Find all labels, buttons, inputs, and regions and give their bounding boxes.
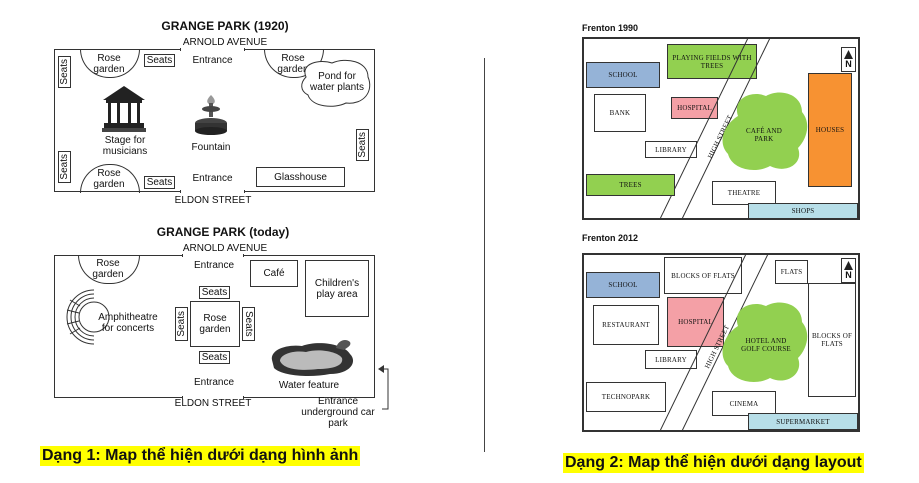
- entrance-bottom-1920: Entrance: [192, 173, 233, 184]
- rose-garden-tr-label-1920: Rose garden: [277, 53, 309, 75]
- seats-bottom-today: Seats: [199, 351, 230, 364]
- school-2012: SCHOOL: [586, 272, 660, 298]
- theatre-1990: THEATRE: [712, 181, 776, 205]
- seats-left-bottom-1920: Seats: [58, 151, 71, 183]
- bank-1990: BANK: [594, 94, 646, 132]
- pond-label-1920: Pond for water plants: [310, 71, 364, 93]
- cafe-park-label-1990: CAFÉ AND PARK: [745, 127, 783, 143]
- south-street-today: ELDON STREET: [174, 398, 252, 409]
- entrance-gap-top-1920: [180, 48, 245, 51]
- cinema-2012: CINEMA: [712, 391, 776, 416]
- map-title-1990: Frenton 1990: [582, 23, 639, 33]
- amphitheatre-icon: [66, 289, 110, 345]
- hospital-1990: HOSPITAL: [671, 97, 718, 119]
- rose-garden-bl-label-1920: Rose garden: [93, 168, 125, 190]
- water-feature-label-today: Water feature: [278, 380, 340, 391]
- seats-top-today: Seats: [199, 286, 230, 299]
- rose-garden-tl-label-today: Rose garden: [92, 258, 124, 280]
- library-1990: LIBRARY: [645, 141, 697, 158]
- blocks-flats-right-2012: BLOCKS OF FLATS: [808, 283, 856, 397]
- entrance-gap-bottom-1920: [180, 190, 245, 193]
- map-title-2012: Frenton 2012: [582, 233, 639, 243]
- shops-1990: SHOPS: [748, 203, 858, 219]
- seats-left-today: Seats: [175, 307, 188, 341]
- entrance-bottom-today: Entrance: [193, 377, 235, 388]
- north-street-today: ARNOLD AVENUE: [182, 243, 268, 254]
- entrance-gap-bottom-today: [182, 396, 244, 399]
- flats-2012: FLATS: [775, 260, 808, 284]
- car-park-label-today: Entrance underground car park: [301, 396, 375, 429]
- technopark-2012: TECHNOPARK: [586, 382, 666, 412]
- school-1990: SCHOOL: [586, 62, 660, 88]
- trees-1990: TREES: [586, 174, 675, 196]
- hospital-2012: HOSPITAL: [667, 297, 724, 347]
- supermarket-2012: SUPERMARKET: [748, 413, 858, 430]
- north-street-1920: ARNOLD AVENUE: [182, 37, 268, 48]
- caption-left: Dạng 1: Map thể hiện dưới dạng hình ảnh: [40, 446, 361, 466]
- seats-right-today: Seats: [242, 307, 255, 341]
- restaurant-2012: RESTAURANT: [593, 305, 659, 345]
- pond-shape-1920: [301, 59, 371, 107]
- stage-label-1920: Stage for musicians: [102, 135, 148, 157]
- gazebo-icon: [102, 86, 146, 132]
- cafe-park-shape-1990: [722, 92, 808, 170]
- houses-1990: HOUSES: [808, 73, 852, 187]
- water-feature-icon: [271, 340, 354, 376]
- amphitheatre-label-today: Amphitheatre for concerts: [98, 312, 158, 334]
- north-arrow-icon-1990: N: [841, 47, 856, 72]
- caption-right: Dạng 2: Map thể hiện dưới dạng layout: [563, 453, 864, 473]
- seats-top-1920: Seats: [144, 54, 175, 67]
- rose-garden-tl-label-1920: Rose garden: [93, 53, 125, 75]
- seats-left-top-1920: Seats: [58, 56, 71, 88]
- south-street-1920: ELDON STREET: [174, 195, 252, 206]
- rose-garden-center-today: Rose garden: [190, 301, 240, 347]
- fountain-label-1920: Fountain: [191, 142, 231, 153]
- seats-right-1920: Seats: [356, 129, 369, 161]
- cafe-today: Café: [250, 260, 298, 287]
- entrance-gap-top-today: [182, 254, 244, 257]
- car-park-arrow-icon: [378, 365, 389, 410]
- entrance-top-1920: Entrance: [192, 55, 233, 66]
- hotel-golf-shape-2012: [722, 302, 808, 382]
- glasshouse-1920: Glasshouse: [256, 167, 345, 187]
- fountain-icon: [195, 95, 227, 135]
- map-title-1920: GRANGE PARK (1920): [161, 19, 289, 33]
- hotel-golf-label-2012: HOTEL AND GOLF COURSE: [741, 337, 791, 353]
- north-arrow-icon-2012: N: [841, 258, 856, 283]
- blocks-flats-top-2012: BLOCKS OF FLATS: [664, 257, 742, 294]
- entrance-top-today: Entrance: [193, 260, 235, 271]
- map-title-today: GRANGE PARK (today): [156, 225, 290, 239]
- divider: [484, 58, 485, 452]
- seats-bottom-1920: Seats: [144, 176, 175, 189]
- play-area-today: Children's play area: [305, 260, 369, 317]
- library-2012: LIBRARY: [645, 350, 697, 369]
